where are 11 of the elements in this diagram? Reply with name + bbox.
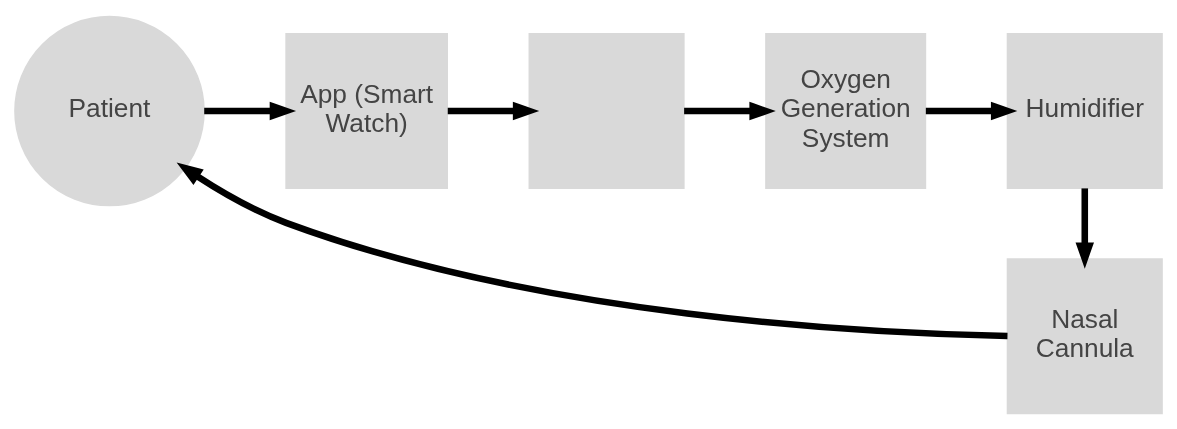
arrow [176, 162, 1008, 339]
node-box: Oxygen Generation System [765, 32, 927, 189]
arrow [447, 101, 540, 120]
node-box: Humidifier [1006, 32, 1163, 189]
arrow [204, 101, 297, 120]
arrow [1075, 187, 1094, 269]
arrow [684, 101, 776, 120]
node-box [528, 32, 685, 189]
node-box: Nasal Cannula [1006, 257, 1163, 414]
node-box: App (Smart Watch) [285, 32, 448, 189]
arrow [925, 101, 1018, 120]
